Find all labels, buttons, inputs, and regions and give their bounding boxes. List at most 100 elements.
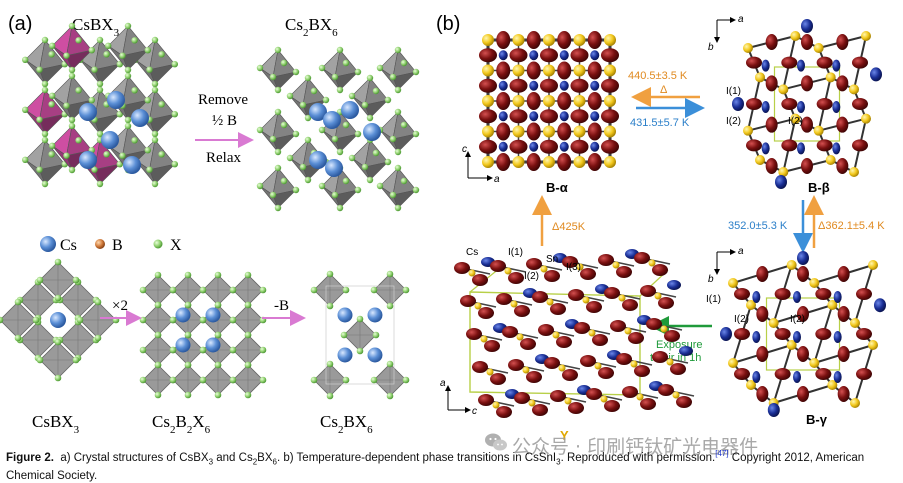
sn-atom (512, 156, 525, 168)
alpha-phase-structure (479, 31, 619, 171)
x-atom (184, 301, 192, 309)
sn-atom (522, 366, 530, 374)
x-atom (119, 152, 126, 159)
iodine-atom (587, 122, 602, 141)
x-atom (384, 158, 392, 166)
sn-atom (746, 380, 756, 390)
sn-atom (573, 156, 586, 168)
x-atom (96, 130, 104, 138)
iodine-atom (479, 139, 497, 154)
iodine-atom (478, 394, 494, 406)
iodine-atom (514, 392, 530, 404)
iodine-atom (490, 260, 506, 272)
figure-caption: Figure 2. a) Crystal structures of CsBX3… (6, 447, 898, 483)
cs-atom (752, 331, 761, 343)
iodine-atom (557, 92, 572, 110)
x-atom (274, 148, 282, 156)
x-atom (389, 73, 397, 81)
x-atom (184, 331, 192, 339)
cs-atom (797, 101, 805, 113)
iodine-atom (652, 351, 668, 363)
cs-atom (175, 337, 191, 353)
x-atom (171, 111, 178, 118)
iodine-atom (652, 264, 668, 276)
iodine-atom (852, 56, 868, 69)
iodine-atom (746, 139, 762, 152)
sn-atom (849, 84, 859, 95)
x-atom (49, 42, 56, 49)
x-atom (326, 270, 334, 278)
x-atom (394, 164, 402, 172)
sn-atom (516, 333, 524, 341)
cs-atom (761, 59, 770, 72)
x-atom (48, 101, 55, 108)
x-atom (400, 177, 408, 185)
cs-atom (833, 331, 842, 343)
sn-atom (573, 125, 586, 138)
y-label-i1: I(1) (508, 247, 523, 258)
x-atom (342, 376, 350, 384)
octahedron-face (39, 163, 66, 185)
x-atom (376, 182, 384, 190)
iodine-atom (550, 303, 566, 315)
x-atom (386, 270, 394, 278)
gamma-label-i2a: I(2) (734, 314, 749, 325)
cs-atom (590, 80, 600, 91)
sn-atom (809, 358, 820, 368)
cs-atom (797, 251, 809, 265)
gamma-axis-a-label: a (738, 246, 744, 257)
x-atom (144, 147, 151, 154)
sn-atom (768, 318, 779, 328)
x-atom (402, 286, 410, 294)
bottom-label-csbx3: CsBX3 (32, 412, 80, 436)
x-atom (184, 391, 192, 399)
x-atom (131, 137, 138, 144)
x-atom (389, 135, 397, 143)
iodine-atom (616, 266, 632, 278)
sn-atom (504, 267, 512, 275)
iodine-atom (756, 266, 769, 282)
iodine-atom (472, 274, 488, 286)
csbx3-3d-lattice (22, 22, 178, 188)
iodine-atom (496, 293, 512, 305)
iodine-atom (479, 78, 497, 93)
x-atom (214, 391, 222, 399)
cs-atom (752, 371, 761, 383)
iodine-atom (852, 139, 868, 152)
sn-atom (573, 64, 586, 77)
cs-atom (309, 103, 327, 121)
wechat-icon (485, 433, 507, 451)
sn-atom (868, 340, 878, 350)
unit-cell-box (325, 285, 395, 385)
x-atom (412, 186, 420, 194)
cs-atom (559, 50, 569, 61)
sn-atom (861, 113, 871, 124)
cs-atom (833, 371, 842, 383)
sn-atom (636, 393, 644, 401)
iodine-atom (598, 254, 614, 266)
alpha-axis-a-label: a (494, 174, 500, 185)
x-atom (54, 294, 62, 302)
x-atom (41, 80, 49, 88)
x-atom (244, 271, 252, 279)
cs-atom (761, 101, 770, 113)
x-atom (131, 37, 138, 44)
x-atom (68, 116, 76, 124)
cs-atom (79, 151, 97, 169)
iodine-atom (574, 322, 590, 334)
x-atom (91, 166, 98, 173)
x-atom (171, 60, 178, 68)
x-atom (244, 331, 252, 339)
x-atom (41, 136, 49, 144)
octahedron-face (122, 49, 149, 71)
iodine-atom (496, 122, 511, 141)
iodine-atom (570, 48, 589, 63)
x-atom (372, 331, 380, 339)
cs-atom (833, 291, 842, 303)
x-atom (63, 152, 70, 159)
x-atom (376, 64, 384, 72)
beta-gamma-temp: 352.0±5.3 K (728, 220, 788, 232)
iodine-atom (797, 266, 809, 282)
x-atom (286, 154, 294, 162)
x-atom (41, 180, 49, 188)
